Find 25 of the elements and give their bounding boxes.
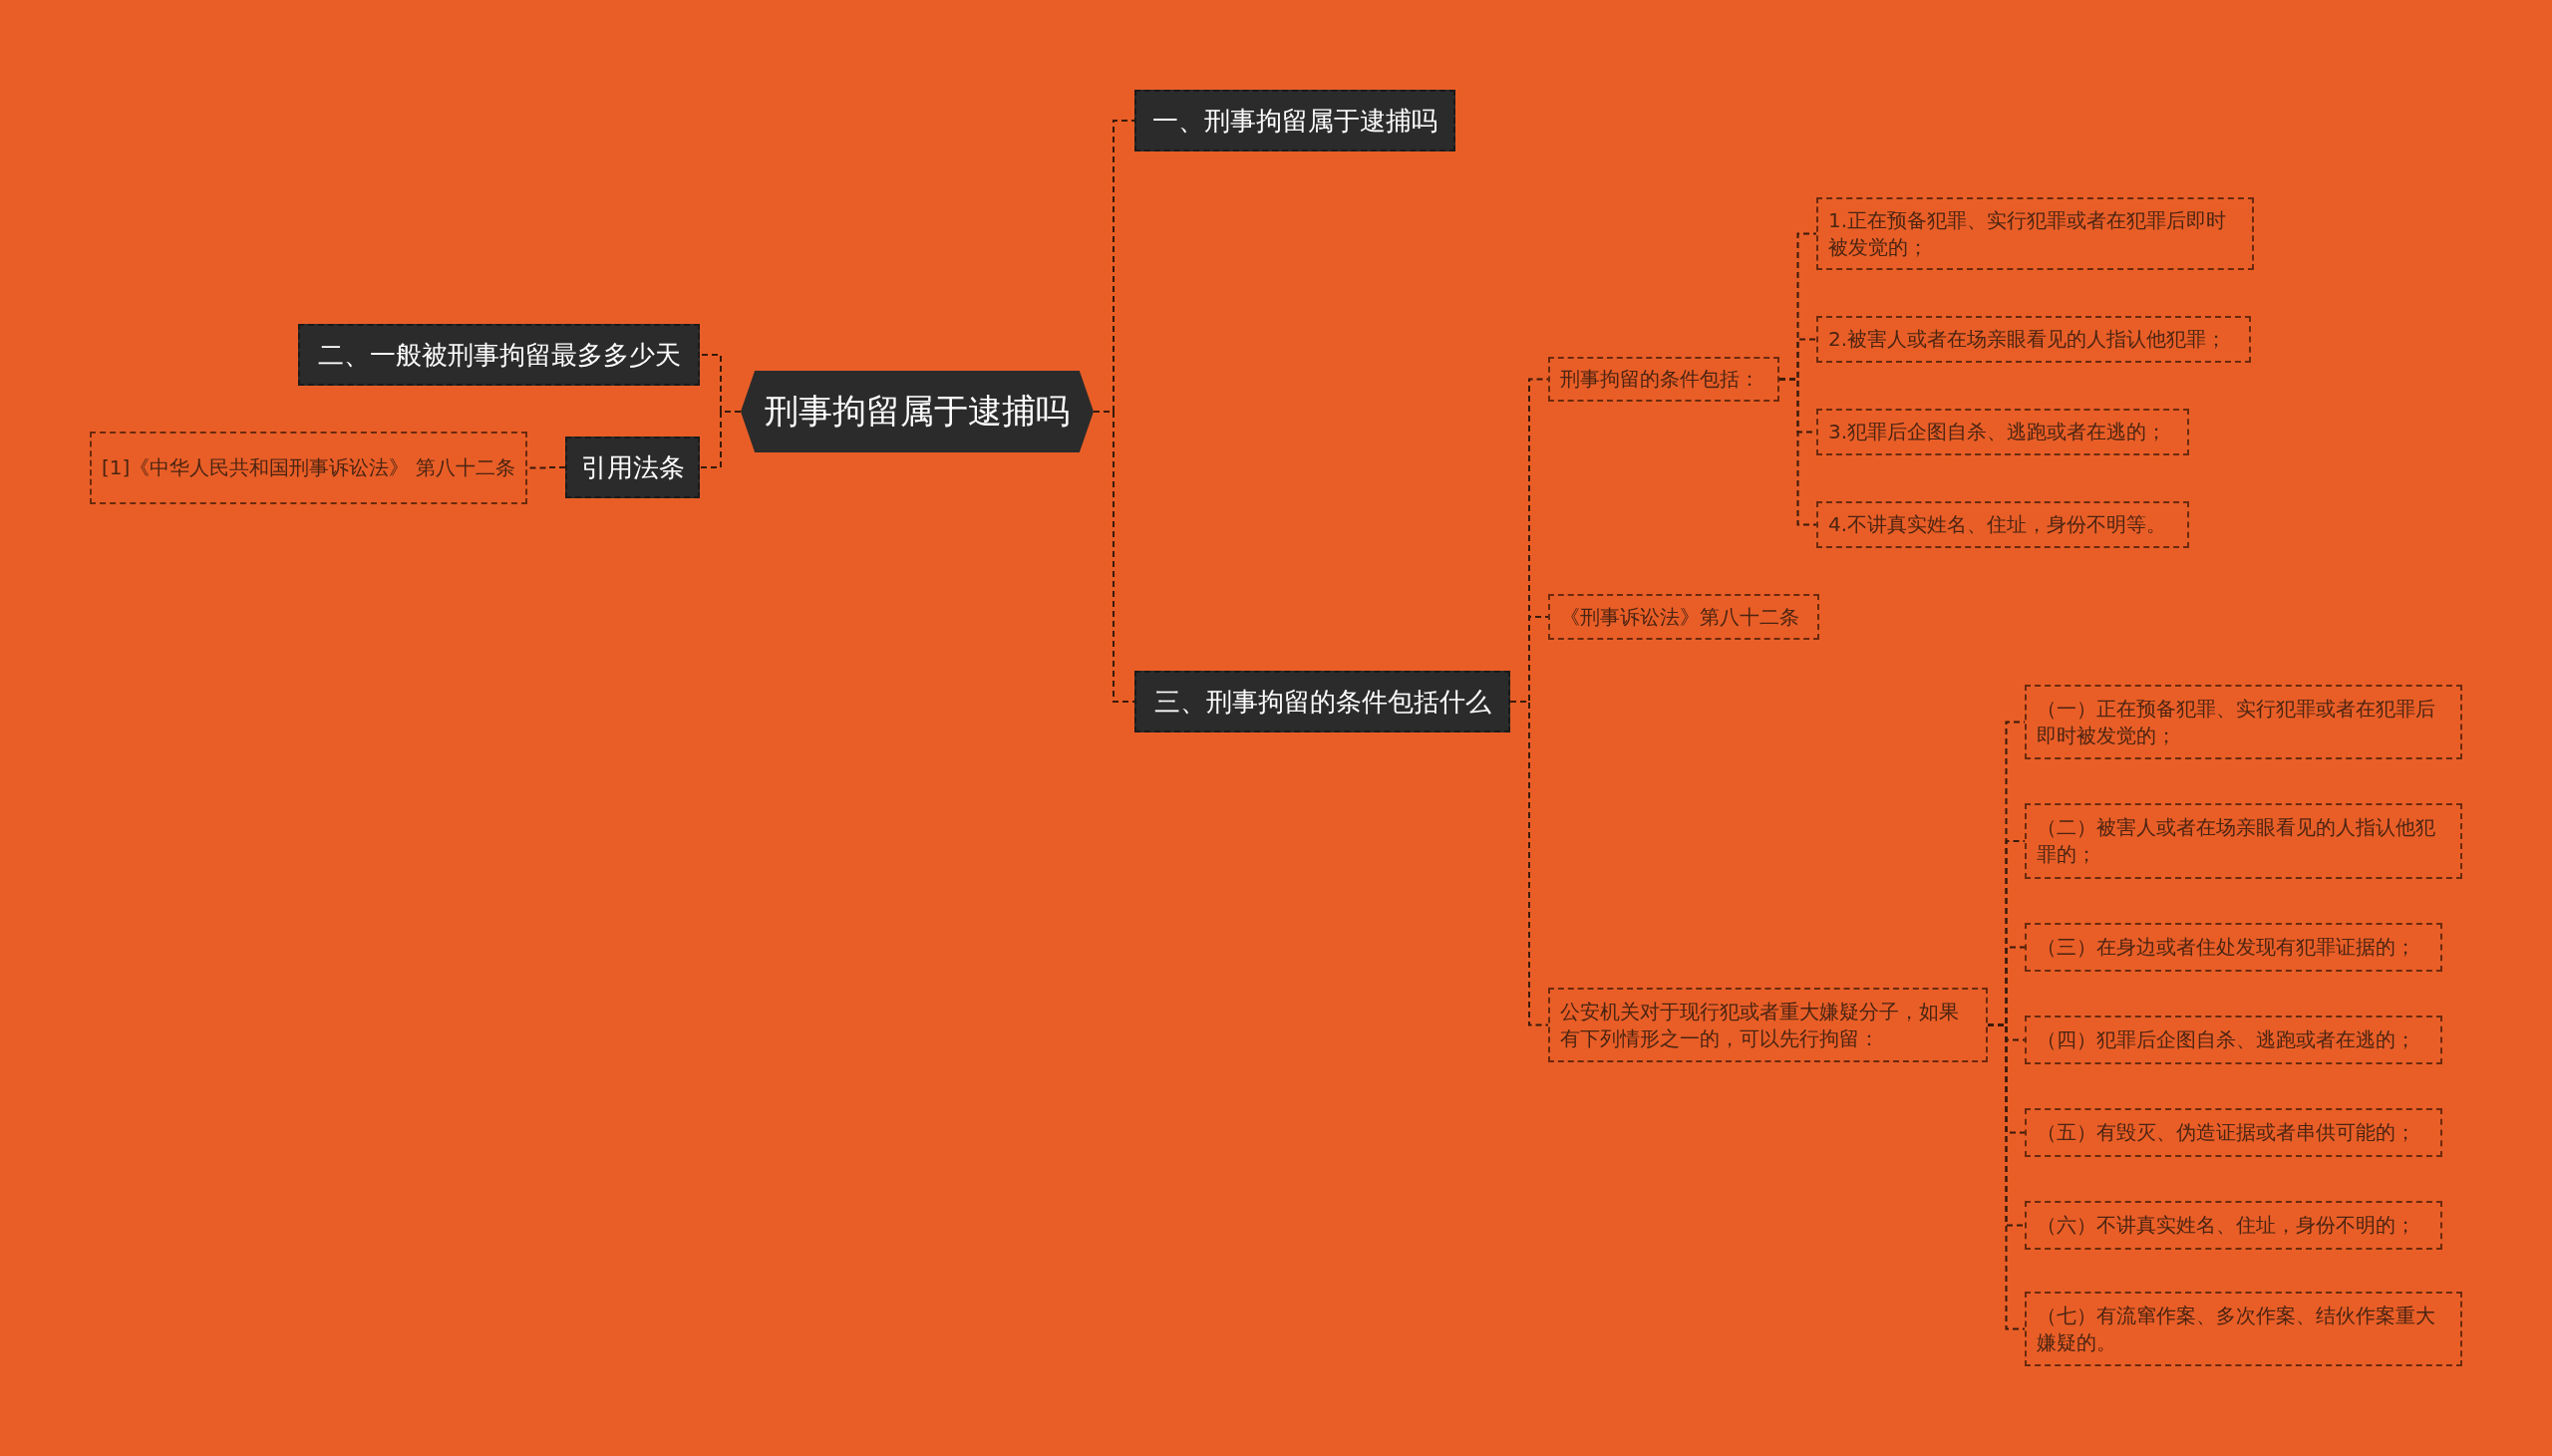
text-box: 4.不讲真实姓名、住址，身份不明等。 [1816,501,2189,548]
central-topic: 刑事拘留属于逮捕吗 [741,371,1094,452]
topic-box: 二、一般被刑事拘留最多多少天 [298,324,700,386]
text-box: 《刑事诉讼法》第八十二条 [1548,594,1819,640]
text-box: （四）犯罪后企图自杀、逃跑或者在逃的； [2025,1016,2442,1064]
text-box: （一）正在预备犯罪、实行犯罪或者在犯罪后即时被发觉的； [2025,685,2462,759]
connector-line [1778,378,1817,526]
topic-box: 一、刑事拘留属于逮捕吗 [1134,90,1455,151]
connector-line [1093,411,1135,703]
topic-box: 引用法条 [565,437,700,498]
text-box: （二）被害人或者在场亲眼看见的人指认他犯罪的； [2025,803,2462,879]
text-box: （七）有流窜作案、多次作案、结伙作案重大嫌疑的。 [2025,1292,2462,1366]
connector-line [699,411,742,468]
text-box: 公安机关对于现行犯或者重大嫌疑分子，如果有下列情形之一的，可以先行拘留： [1548,988,1988,1062]
text-box: （五）有毁灭、伪造证据或者串供可能的； [2025,1108,2442,1157]
text-box: [1]《中华人民共和国刑事诉讼法》 第八十二条 [90,432,527,504]
connector-line [1509,701,1549,1026]
text-box: （六）不讲真实姓名、住址，身份不明的； [2025,1201,2442,1250]
text-box: 2.被害人或者在场亲眼看见的人指认他犯罪； [1816,316,2251,363]
connector-line [1987,1023,2026,1330]
text-box: （三）在身边或者住处发现有犯罪证据的； [2025,923,2442,972]
text-box: 3.犯罪后企图自杀、逃跑或者在逃的； [1816,409,2189,455]
text-box: 1.正在预备犯罪、实行犯罪或者在犯罪后即时被发觉的； [1816,197,2254,270]
topic-box: 三、刑事拘留的条件包括什么 [1134,671,1510,732]
text-box: 刑事拘留的条件包括： [1548,357,1779,402]
